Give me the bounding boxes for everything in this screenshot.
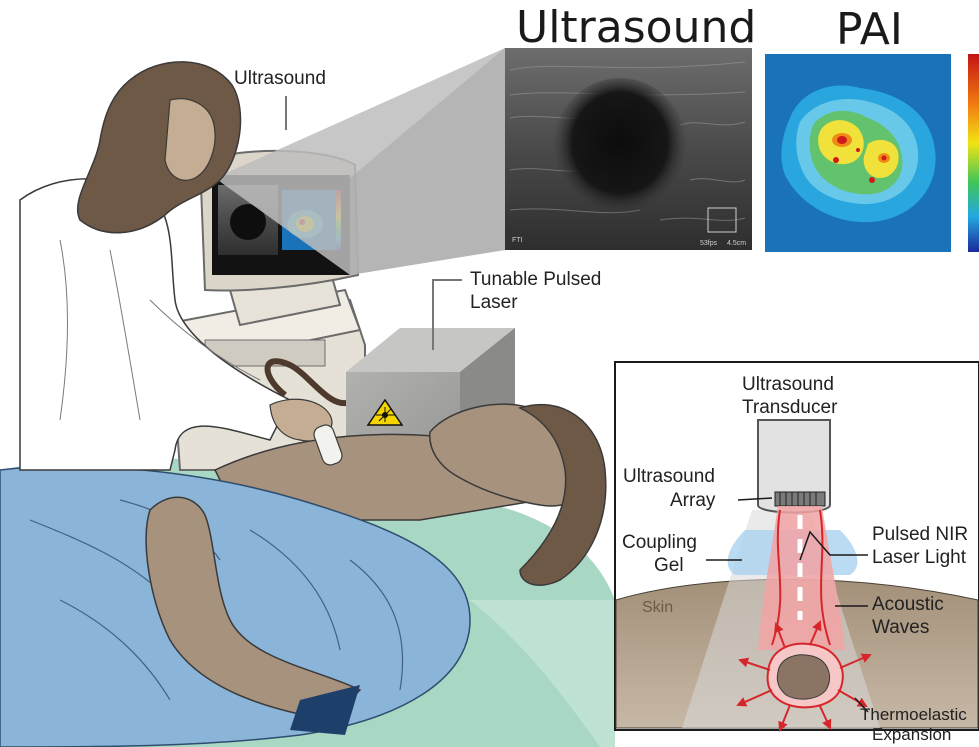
ultrasound-heading: Ultrasound <box>516 2 756 53</box>
gel-label-line2: Gel <box>654 555 684 576</box>
acoustic-label-line2: Waves <box>872 617 929 638</box>
ultrasound-machine-label: Ultrasound <box>234 68 326 89</box>
pai-heading: PAI <box>836 4 903 55</box>
nir-label-line2: Laser Light <box>872 547 967 568</box>
ultrasound-image-panel: FTI 53fps 4.5cm <box>505 48 752 250</box>
transducer-label-line2: Transducer <box>742 397 838 418</box>
transducer-label-line1: Ultrasound <box>742 374 834 395</box>
us-corner-text: FTI <box>512 237 523 244</box>
pai-colorbar <box>968 54 979 252</box>
thermo-label-line2: Expansion <box>872 725 951 744</box>
acoustic-label-line1: Acoustic <box>872 594 944 615</box>
laser-label-line1: Tunable Pulsed <box>470 269 601 290</box>
ultrasound-array <box>775 492 825 506</box>
us-depth-text: 4.5cm <box>727 240 746 247</box>
us-fps-text: 53fps <box>700 240 718 247</box>
skin-label: Skin <box>642 599 673 616</box>
laser-label-line2: Laser <box>470 292 518 313</box>
lesion-shadow <box>552 78 688 222</box>
gel-label-line1: Coupling <box>622 532 697 553</box>
nir-label-line1: Pulsed NIR <box>872 524 968 545</box>
thermo-label-line1: Thermoelastic <box>860 705 967 724</box>
pai-image-panel <box>765 54 951 252</box>
array-label-line1: Ultrasound <box>623 466 715 487</box>
array-label-line2: Array <box>670 490 716 511</box>
